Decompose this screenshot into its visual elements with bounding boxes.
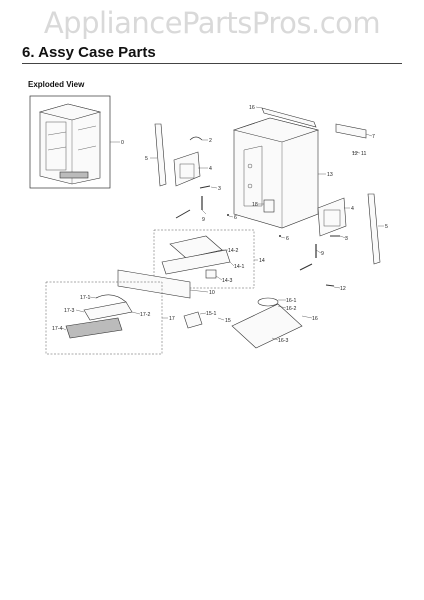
assembly-inset <box>29 95 111 189</box>
callout-label: 16 <box>249 105 255 111</box>
callout-label: 4 <box>351 206 354 212</box>
callout-label: 5 <box>145 156 148 162</box>
callout-label: 3 <box>345 236 348 242</box>
callout-label: 12 <box>340 286 346 292</box>
callout-label: 11 <box>361 151 366 157</box>
callout-label: 6 <box>286 236 289 242</box>
callout-label: 9 <box>321 251 324 257</box>
tub-case <box>232 117 320 229</box>
callout-label: 17-2 <box>140 312 150 318</box>
callout-label: 14-2 <box>228 248 238 254</box>
callout-label: 5 <box>385 224 388 230</box>
exploded-view-label: Exploded View <box>28 80 85 89</box>
callout-label: 17-3 <box>64 308 74 314</box>
callout-label: 12 <box>352 151 358 157</box>
callout-label: 14-1 <box>234 264 244 270</box>
callout-label: 9 <box>202 217 205 223</box>
callout-label: 18 <box>252 202 258 208</box>
callout-label: 16-1 <box>286 298 296 304</box>
callout-label: 15-1 <box>206 311 216 317</box>
title-divider <box>22 63 402 64</box>
callout-label: 4 <box>209 166 212 172</box>
callout-label: 16-2 <box>286 306 296 312</box>
watermark: AppliancePartsPros.com <box>43 6 381 40</box>
section-title: 6. Assy Case Parts <box>22 44 156 61</box>
callout-label: 6 <box>234 215 237 221</box>
callout-label: 15 <box>225 318 231 324</box>
callout-label: 17-4 <box>52 326 62 332</box>
callout-label: 10 <box>209 290 215 296</box>
callout-label: 3 <box>218 186 221 192</box>
callout-label: 14-3 <box>222 278 232 284</box>
callout-label: 14 <box>259 258 265 264</box>
callout-label: 17 <box>169 316 175 322</box>
callout-label: 17-1 <box>80 295 90 301</box>
callout-0: 0 <box>121 140 124 146</box>
callout-label: 16-3 <box>278 338 288 344</box>
callout-label: 16 <box>312 316 318 322</box>
callout-label: 13 <box>327 172 333 178</box>
callout-label: 2 <box>209 138 212 144</box>
callout-label: 7 <box>372 134 375 140</box>
